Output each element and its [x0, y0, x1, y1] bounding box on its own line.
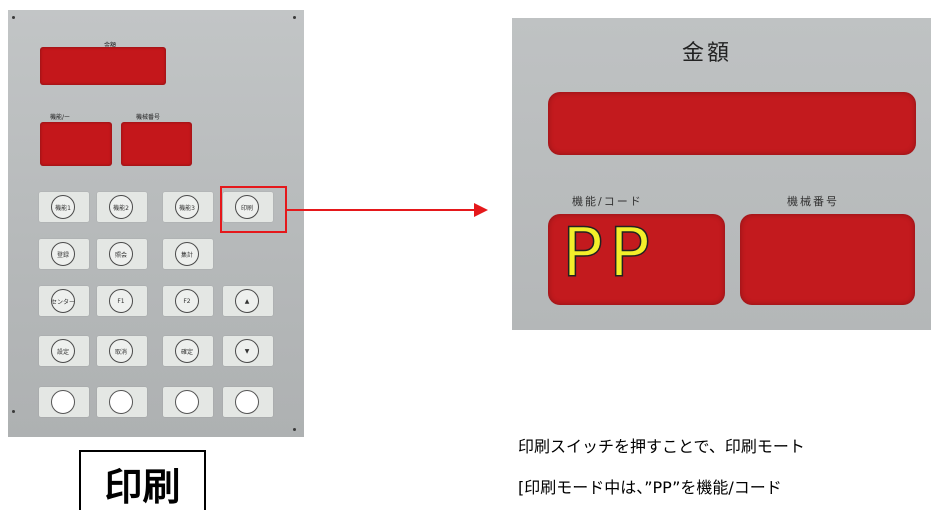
- key-button[interactable]: 印刷: [235, 195, 259, 219]
- key-button[interactable]: センター: [51, 289, 75, 313]
- key-button[interactable]: ▼: [235, 339, 259, 363]
- blank-key-button[interactable]: [109, 390, 133, 414]
- key-cell: センター: [39, 286, 89, 316]
- arrow-right-icon: [474, 203, 488, 217]
- key-cell: 機能1: [39, 192, 89, 222]
- zoom-function-code-display: PP: [548, 213, 725, 305]
- zoom-title-amount: 金額: [682, 41, 733, 66]
- key-button[interactable]: ▲: [235, 289, 259, 313]
- key-button[interactable]: 確定: [175, 339, 199, 363]
- pointer-arrow-line: [287, 209, 475, 211]
- zoom-machine-number-display: [740, 214, 915, 305]
- key-button[interactable]: 取消: [109, 339, 133, 363]
- key-cell: 印刷: [223, 192, 273, 222]
- screw-icon: [12, 16, 15, 19]
- screw-icon: [293, 16, 296, 19]
- screw-icon: [12, 410, 15, 413]
- blank-key-button[interactable]: [175, 390, 199, 414]
- key-button[interactable]: 設定: [51, 339, 75, 363]
- key-cell: [223, 387, 273, 417]
- key-cell: 機能2: [97, 192, 147, 222]
- control-panel: 金額 機能/ー 機械番号 機能1 機能2 機能3 印刷登録 照会 集計センター F1 F2 ▲ 設…: [8, 10, 304, 437]
- key-cell: 登録: [39, 239, 89, 269]
- print-caption: 印刷: [79, 450, 206, 510]
- function-code-display: [40, 122, 112, 166]
- zoom-label-function-code: 機能/コード: [572, 195, 643, 208]
- description-line-1: 印刷スイッチを押すことで、印刷モート: [518, 437, 805, 456]
- key-cell: ▲: [223, 286, 273, 316]
- print-key-highlight: [220, 186, 287, 233]
- zoom-label-machine-number: 機械番号: [787, 195, 839, 208]
- key-cell: 機能3: [163, 192, 213, 222]
- key-cell: F2: [163, 286, 213, 316]
- key-cell: 照会: [97, 239, 147, 269]
- key-cell: ▼: [223, 336, 273, 366]
- blank-key-button[interactable]: [235, 390, 259, 414]
- amount-display: [40, 47, 166, 85]
- key-cell: [97, 387, 147, 417]
- key-cell: 取消: [97, 336, 147, 366]
- function-code-value: PP: [561, 213, 657, 294]
- zoom-amount-display: [548, 92, 916, 155]
- machine-number-display: [121, 122, 192, 166]
- blank-key-button[interactable]: [51, 390, 75, 414]
- key-button[interactable]: 機能1: [51, 195, 75, 219]
- key-button[interactable]: 機能2: [109, 195, 133, 219]
- key-cell: 集計: [163, 239, 213, 269]
- key-cell: F1: [97, 286, 147, 316]
- key-cell: 確定: [163, 336, 213, 366]
- zoomed-display-panel: 金額 機能/コード 機械番号 PP: [512, 18, 931, 330]
- panel-label-amount: 金額: [104, 42, 117, 49]
- description-line-2: [印刷モード中は、”PP”を機能/コード: [518, 478, 782, 497]
- key-button[interactable]: 登録: [51, 242, 75, 266]
- key-button[interactable]: 機能3: [175, 195, 199, 219]
- screw-icon: [293, 428, 296, 431]
- key-cell: [39, 387, 89, 417]
- key-button[interactable]: 集計: [175, 242, 199, 266]
- key-button[interactable]: F2: [175, 289, 199, 313]
- key-cell: [163, 387, 213, 417]
- panel-label-function-code: 機能/ー: [50, 114, 71, 121]
- key-button[interactable]: 照会: [109, 242, 133, 266]
- key-button[interactable]: F1: [109, 289, 133, 313]
- key-cell: 設定: [39, 336, 89, 366]
- panel-label-machine-number: 機械番号: [136, 114, 161, 121]
